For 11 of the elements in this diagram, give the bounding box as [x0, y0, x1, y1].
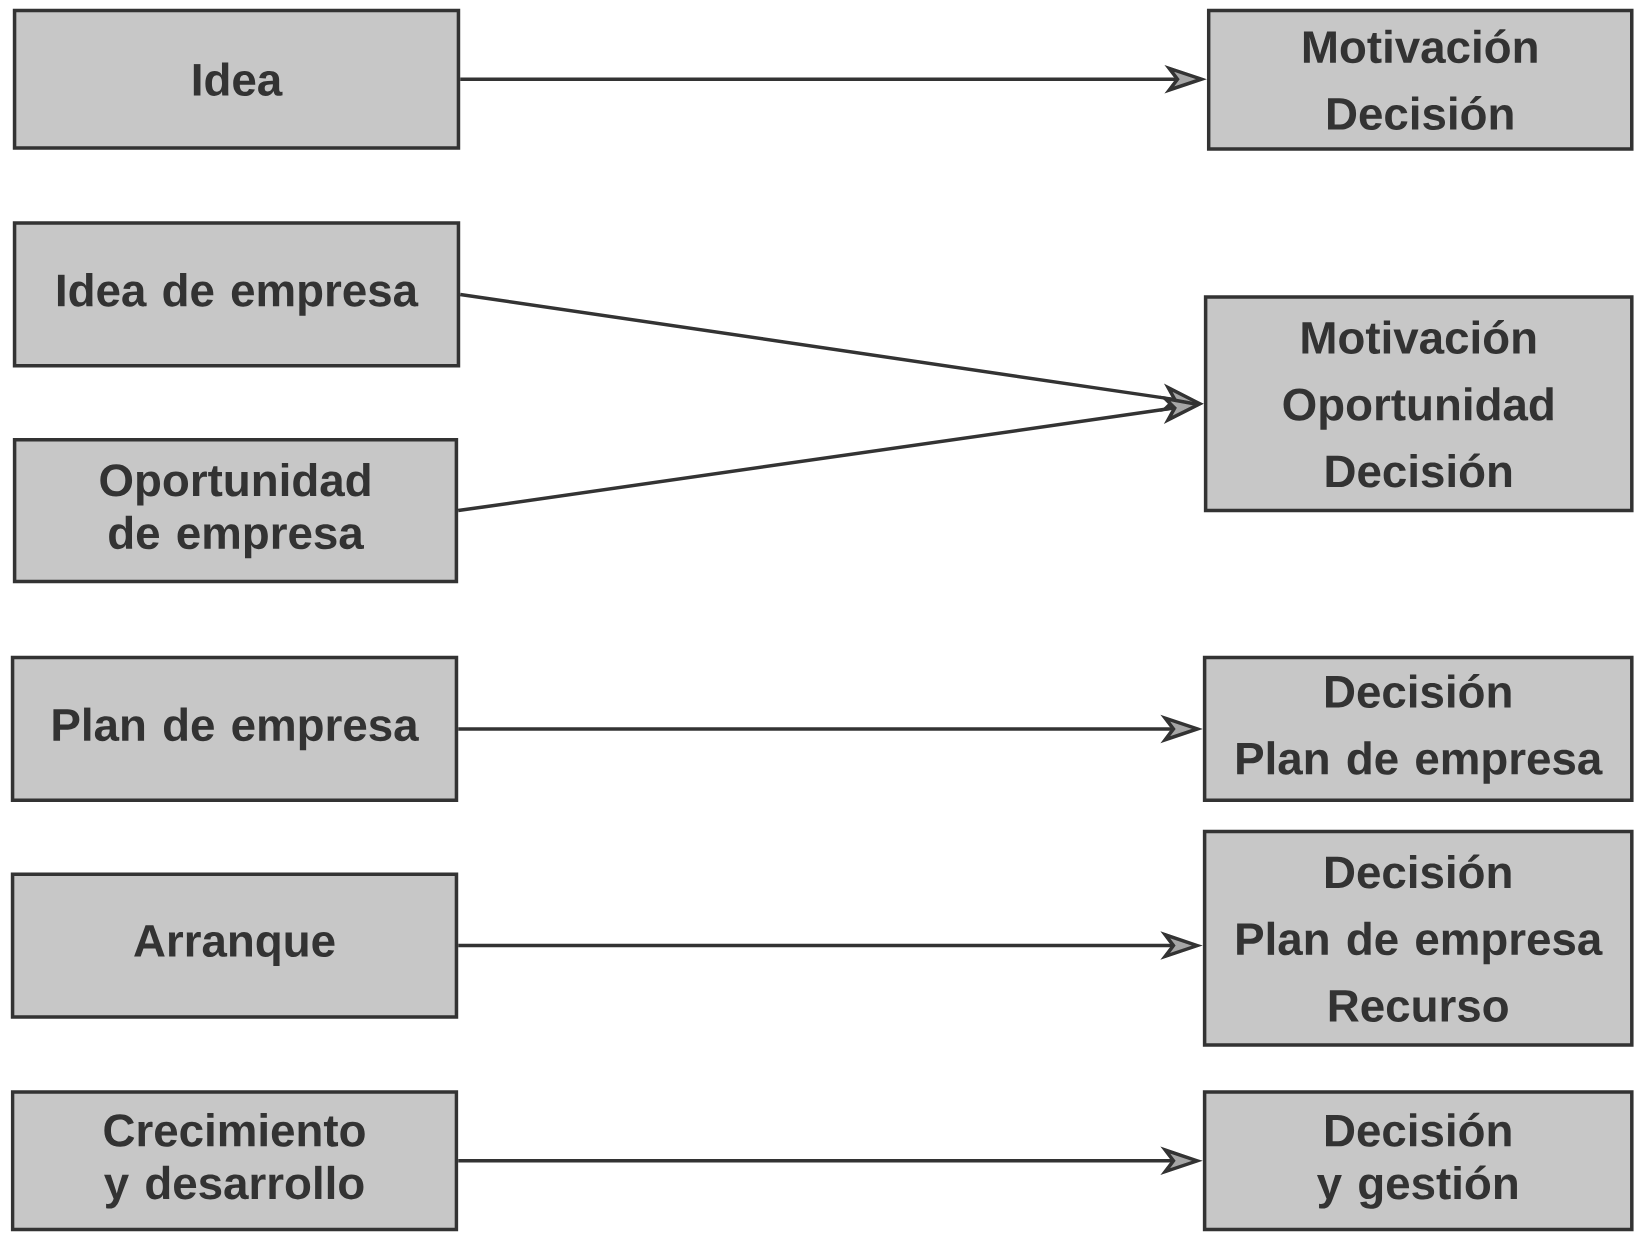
- process-box: Motivación Oportunidad Decisión: [1203, 295, 1634, 513]
- process-box: Crecimiento y desarrollo: [10, 1090, 459, 1232]
- process-box: Decisión y gestión: [1202, 1090, 1634, 1232]
- process-box: Arranque: [10, 872, 459, 1019]
- process-box: Idea: [12, 8, 461, 150]
- process-box: Decisión Plan de empresa: [1202, 655, 1634, 803]
- process-box: Plan de empresa: [10, 655, 459, 803]
- process-box: Oportunidad de empresa: [12, 438, 459, 584]
- process-box: Motivación Decisión: [1206, 8, 1634, 151]
- process-box: Idea de empresa: [12, 221, 461, 368]
- process-box: Decisión Plan de empresa Recurso: [1202, 829, 1634, 1047]
